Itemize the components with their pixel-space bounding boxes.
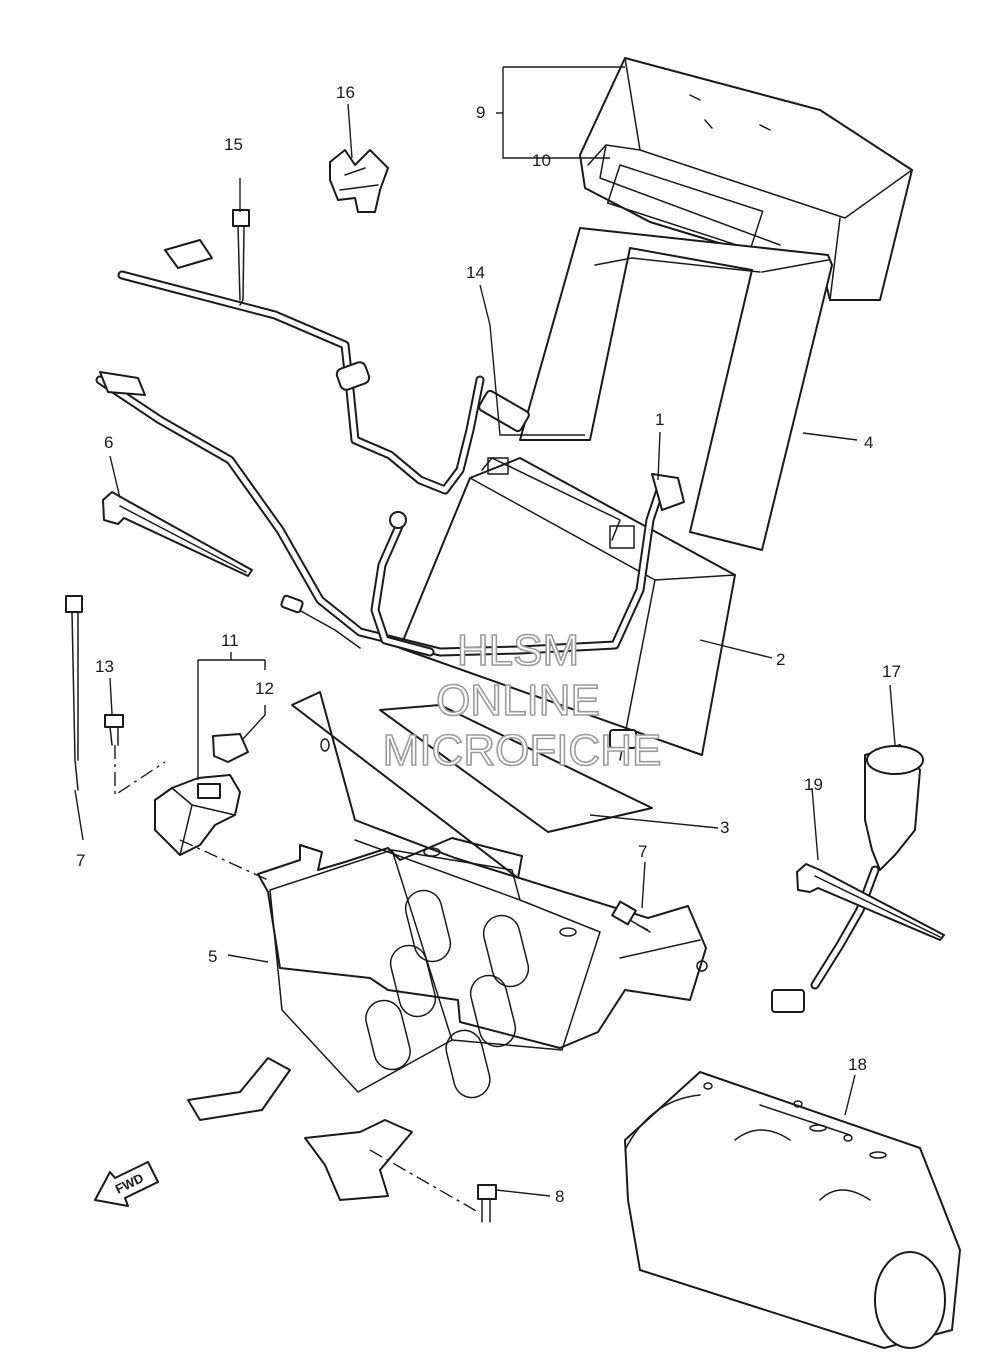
callout-19[interactable]: 19	[804, 775, 823, 794]
callout-15[interactable]: 15	[224, 135, 243, 154]
callout-18[interactable]: 18	[848, 1055, 867, 1074]
callout-7-left[interactable]: 7	[76, 851, 85, 870]
callout-7-right[interactable]: 7	[638, 842, 647, 861]
callout-13[interactable]: 13	[95, 657, 114, 676]
callout-16[interactable]: 16	[336, 83, 355, 102]
battery-box-cover[interactable]	[519, 227, 833, 551]
callout-3[interactable]: 3	[720, 818, 729, 837]
callout-4[interactable]: 4	[864, 433, 873, 452]
flange-bolt[interactable]	[477, 1184, 497, 1223]
callout-1[interactable]: 1	[655, 410, 664, 429]
callout-12[interactable]: 12	[255, 679, 274, 698]
band-right[interactable]	[796, 863, 945, 941]
watermark-line-3: MICROFICHE	[383, 726, 662, 775]
callout-14[interactable]: 14	[466, 263, 485, 282]
bolt[interactable]	[104, 714, 124, 746]
callout-9[interactable]: 9	[476, 103, 485, 122]
power-socket[interactable]	[771, 744, 924, 1013]
cable-tie[interactable]	[232, 209, 250, 306]
starter-lead[interactable]	[280, 511, 637, 749]
leader-lines	[74, 66, 896, 1213]
wire-clamp[interactable]	[329, 149, 389, 213]
callout-10[interactable]: 10	[532, 151, 551, 170]
callout-2[interactable]: 2	[776, 650, 785, 669]
cable-tie-long[interactable]	[65, 595, 83, 791]
callout-17[interactable]: 17	[882, 662, 901, 681]
callout-5[interactable]: 5	[208, 947, 217, 966]
watermark-line-1: HLSM	[457, 626, 579, 675]
starter-relay[interactable]	[154, 774, 241, 856]
protector[interactable]	[624, 1071, 961, 1349]
callout-6[interactable]: 6	[104, 433, 113, 452]
band[interactable]	[102, 491, 253, 577]
forward-arrow-icon: FWD	[94, 1161, 159, 1207]
watermark: HLSM ONLINE MICROFICHE	[382, 625, 662, 776]
watermark-line-2: ONLINE	[436, 676, 600, 725]
callout-11[interactable]: 11	[221, 631, 239, 650]
fuse[interactable]	[212, 733, 249, 763]
callout-8[interactable]: 8	[555, 1187, 564, 1206]
negative-cable[interactable]	[117, 239, 530, 495]
callouts: 9 10 16 15 14 1 4 6 2 11 13 12 17 19 3 7…	[76, 83, 901, 1206]
battery-plate[interactable]	[379, 704, 653, 833]
battery-bracket[interactable]	[187, 691, 708, 1201]
